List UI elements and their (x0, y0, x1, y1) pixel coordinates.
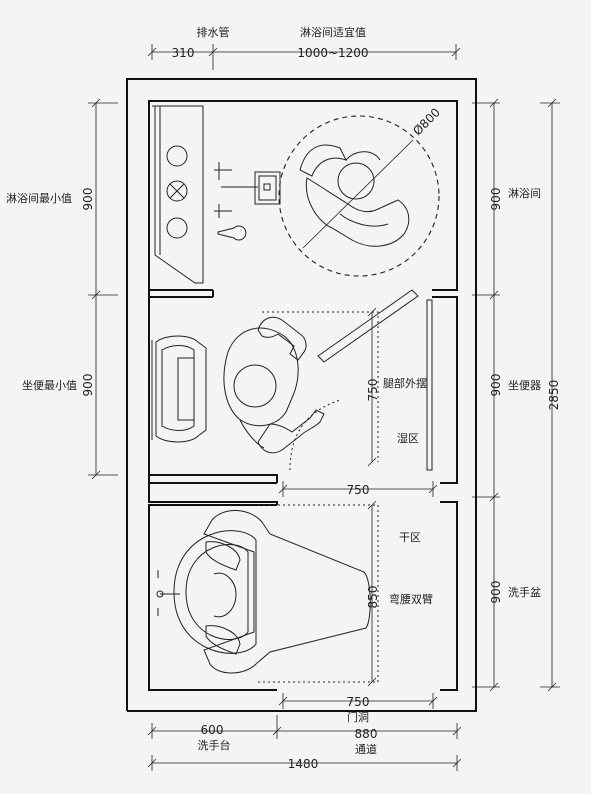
elbow-value: 850 (366, 586, 380, 609)
bottom-dimensions: 750 门洞 600 洗手台 880 通道 1480 (147, 693, 462, 771)
door-opening-label: 门洞 (347, 710, 369, 724)
drain-pipe-value: 310 (172, 46, 195, 60)
left-dimensions: 900 900 淋浴间最小值 坐便最小值 (6, 98, 118, 480)
hand-shower-icon (217, 225, 247, 241)
aisle-value: 880 (355, 727, 378, 741)
shower-suitable-label: 淋浴间适宜值 (300, 25, 366, 39)
basin-value: 900 (489, 581, 503, 604)
faucet-icon (156, 590, 164, 598)
valve-icon (166, 145, 188, 167)
toilet-min-label: 坐便最小值 (22, 379, 77, 392)
toilet-label: 坐便器 (508, 379, 541, 392)
shower-min-label: 淋浴间最小值 (6, 192, 72, 205)
toilet-fixtures: 750 腿部外摆 湿区 750 (151, 289, 438, 497)
bending-person-icon (203, 510, 371, 674)
toilet-icon (155, 335, 207, 443)
drain-icon (166, 180, 188, 202)
top-dimensions: 排水管 淋浴间适宜值 310 1000~1200 (147, 25, 461, 70)
right-dimensions: 900 900 900 淋浴间 坐便器 洗手盆 2850 (472, 98, 561, 692)
shower-label: 淋浴间 (508, 187, 541, 200)
shower-person-icon (299, 144, 410, 247)
vanity-value: 600 (201, 723, 224, 737)
shower-fixtures: Ø800 (152, 105, 443, 284)
shower-suitable-value: 1000~1200 (297, 46, 368, 60)
elbow-label: 弯腰双臂 (389, 592, 433, 606)
shower-value: 900 (489, 188, 503, 211)
door-opening-value: 750 (347, 695, 370, 709)
aisle-label: 通道 (355, 742, 377, 756)
shower-door (317, 289, 419, 363)
dry-zone-label: 干区 (399, 531, 421, 544)
total-height-value: 2850 (547, 380, 561, 411)
total-width-value: 1480 (288, 757, 319, 771)
shower-min-value: 900 (81, 188, 95, 211)
valve-icon (166, 217, 188, 239)
seated-person-icon (223, 316, 325, 454)
leg-swing-value: 750 (366, 379, 380, 402)
vanity-label: 洗手台 (198, 738, 231, 752)
turning-circle (278, 115, 440, 277)
toilet-min-value: 900 (81, 374, 95, 397)
wet-zone-label: 湿区 (397, 432, 419, 445)
basin-fixtures: 850 弯腰双臂 干区 (156, 500, 433, 687)
sink-icon (173, 530, 257, 654)
toilet-width-value: 750 (347, 483, 370, 497)
circle-diameter-label: Ø800 (410, 105, 443, 138)
toilet-value: 900 (489, 374, 503, 397)
drain-pipe-label: 排水管 (197, 25, 230, 39)
walls (126, 78, 477, 712)
basin-label: 洗手盆 (508, 585, 541, 599)
leg-swing-label: 腿部外摆 (383, 376, 427, 390)
